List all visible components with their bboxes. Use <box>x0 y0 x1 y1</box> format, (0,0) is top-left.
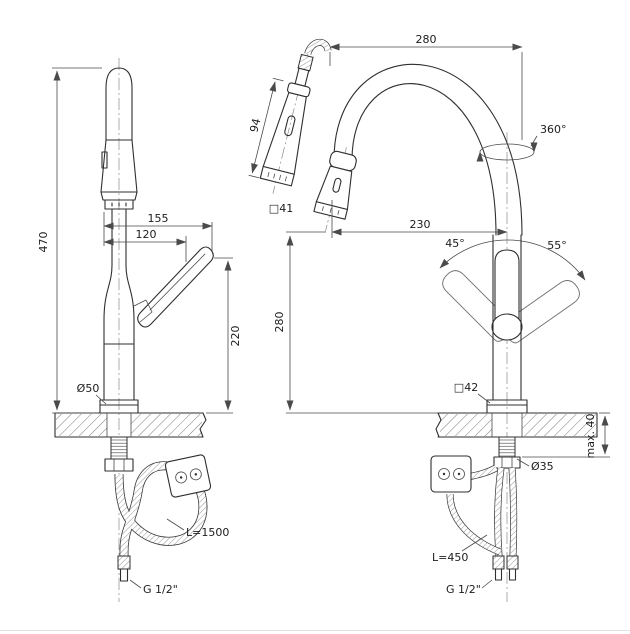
right-body-column <box>486 234 528 414</box>
left-dim-220: 220 <box>206 257 242 414</box>
right-swivel-indicator: 360° <box>476 123 567 162</box>
dim-overall-width: 280 <box>416 33 437 46</box>
right-dim-280-height: 280 <box>273 231 438 414</box>
dim-left-body-height: 220 <box>229 326 242 347</box>
dim-handle-tilt-right: 55° <box>547 239 567 252</box>
right-view: 94 □41 360° 45° 55° □42 <box>247 33 610 602</box>
right-shank-nut <box>493 436 521 469</box>
dim-left-total-height: 470 <box>37 232 50 253</box>
left-handle-lever <box>133 246 214 328</box>
dim-hole-diameter: Ø35 <box>531 460 554 473</box>
right-label-hose-length: L=450 <box>432 534 488 564</box>
right-dim-max40: max. 40 <box>522 412 610 459</box>
dim-spray-head-section: □41 <box>269 202 293 215</box>
dim-left-reach-total: 155 <box>148 212 169 225</box>
left-dim-155-120: 155 120 <box>103 212 213 262</box>
right-hose-weight <box>430 455 472 493</box>
dim-supply-hose-length: L=450 <box>432 551 468 564</box>
left-spray-button <box>101 151 108 169</box>
right-gooseneck-spout <box>333 63 523 236</box>
right-docked-spray-head <box>313 147 357 232</box>
right-label-body-section: □42 <box>454 381 491 404</box>
left-view: 470 155 120 220 Ø50 L=1500 G 1/2" <box>37 58 242 602</box>
dim-left-hose-length: L=1500 <box>186 526 229 539</box>
dim-spout-reach: 230 <box>410 218 431 231</box>
right-label-hole-diameter: Ø35 <box>516 458 554 473</box>
dim-right-thread: G 1/2" <box>446 583 481 596</box>
dim-left-base-diameter: Ø50 <box>77 382 100 395</box>
left-countertop <box>54 412 207 438</box>
left-bottom-fitting <box>117 555 131 582</box>
left-faucet-body <box>99 67 139 414</box>
left-dim-470: 470 <box>37 67 102 414</box>
right-label-thread: G 1/2" <box>446 579 493 596</box>
left-label-thread: G 1/2" <box>129 579 178 596</box>
right-countertop <box>435 412 598 438</box>
dim-spout-height: 280 <box>273 312 286 333</box>
left-shank-nut <box>104 436 134 472</box>
dim-body-section: □42 <box>454 381 478 394</box>
right-handle: 45° 55° <box>437 237 586 346</box>
right-dim-280-width: 280 <box>329 33 523 140</box>
dim-max-mount-thickness: max. 40 <box>584 414 597 459</box>
right-detached-spray-head: 94 <box>247 38 332 194</box>
left-label-hose-length: L=1500 <box>166 518 229 539</box>
right-bottom-fittings <box>492 555 519 581</box>
right-dim-230: 230 <box>331 200 508 238</box>
dim-spray-head-length: 94 <box>247 117 263 134</box>
left-label-base-diameter: Ø50 <box>77 382 107 405</box>
left-hose-weight <box>164 454 212 498</box>
dim-left-reach-inner: 120 <box>136 228 157 241</box>
dim-handle-tilt-left: 45° <box>445 237 465 250</box>
right-handle-hub <box>491 313 523 341</box>
dim-left-thread: G 1/2" <box>143 583 178 596</box>
dim-swivel: 360° <box>540 123 567 136</box>
